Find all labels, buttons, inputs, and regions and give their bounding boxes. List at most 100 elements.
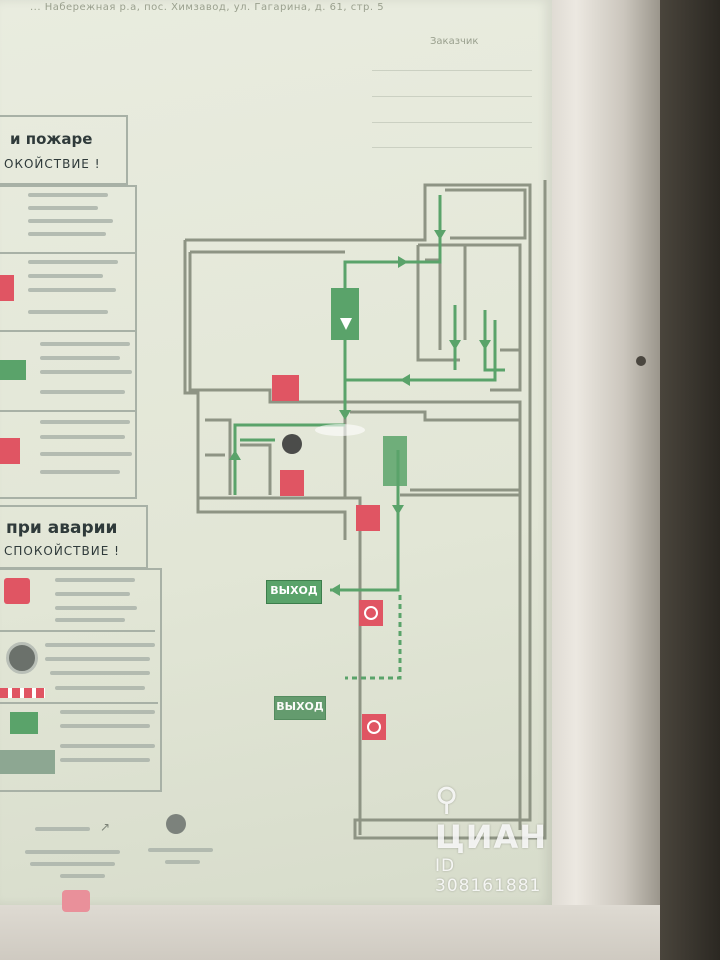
evacuation-plan-board: ... Набережная р.а, пос. Химзавод, ул. Г… <box>0 0 552 912</box>
exit-door-sign-upper <box>331 288 359 340</box>
closet-divider-3 <box>425 258 442 350</box>
route-arrows <box>229 230 491 596</box>
you-are-here-marker <box>282 434 302 454</box>
footer-caption <box>165 860 200 864</box>
corridor-box <box>350 410 522 492</box>
legend-text <box>55 618 125 622</box>
legend-text <box>55 686 145 690</box>
header-line-3 <box>372 122 532 123</box>
fire-hydrant-legend-icon <box>0 438 20 464</box>
customer-label: Заказчик <box>430 36 479 47</box>
legend-text <box>60 710 155 714</box>
fire-legend-rows <box>0 185 137 499</box>
legend-text <box>55 606 137 610</box>
legend-text <box>28 232 106 236</box>
legend-text <box>28 274 103 278</box>
outer-wall-left <box>183 240 347 540</box>
legend-row-divider-1 <box>0 252 135 254</box>
legend-text <box>60 758 150 762</box>
footer-caption <box>148 848 213 852</box>
alarm-legend-icon <box>4 578 30 604</box>
footer-red-icon <box>62 890 90 912</box>
right-wall-inner <box>490 348 522 392</box>
cian-watermark: ⚲ ЦИАН ID 308161881 <box>435 780 552 896</box>
exit-label-main: ВЫХОД <box>266 580 322 604</box>
legend-text <box>28 310 108 314</box>
plan-address-header: ... Набережная р.а, пос. Химзавод, ул. Г… <box>30 2 385 13</box>
button-legend-icon <box>6 642 38 674</box>
closets <box>418 243 522 350</box>
route-left <box>233 423 345 495</box>
fire-extinguisher-icon <box>272 375 299 401</box>
legend-text <box>40 342 130 346</box>
fire-hose-icon <box>359 600 383 626</box>
arrow-icon <box>339 410 351 420</box>
fire-hose-ring <box>364 606 378 620</box>
outer-wall <box>185 180 547 840</box>
fire-extinguisher-legend-icon <box>0 275 14 301</box>
fire-extinguisher-icon <box>280 470 304 496</box>
fire-legend-box <box>0 115 128 185</box>
legend-row-divider-2 <box>0 330 135 332</box>
legend-text <box>28 206 98 210</box>
legend-text <box>28 288 116 292</box>
small-room-1 <box>205 418 232 495</box>
route-closet-2 <box>483 310 505 372</box>
frame-screw-icon <box>636 356 646 366</box>
legend-text <box>40 356 120 360</box>
exit-sign-arrow-icon <box>340 318 352 330</box>
door-frame-bottom <box>0 905 660 960</box>
floor-plan-drawing <box>183 180 547 840</box>
arrow-icon <box>400 374 410 386</box>
arrow-icon <box>229 450 241 460</box>
route-arrow-legend-icon <box>10 712 38 734</box>
route-down <box>330 450 400 592</box>
legend-text <box>40 370 132 374</box>
legend-text <box>40 390 125 394</box>
arrow-icon <box>398 256 408 268</box>
legend-text <box>55 578 135 582</box>
upper-room-right <box>188 252 522 495</box>
legend-text <box>60 744 155 748</box>
legend-text <box>40 470 120 474</box>
footer-caption <box>30 862 115 866</box>
legend-text <box>45 657 150 661</box>
accident-legend-title: при аварии <box>6 518 118 538</box>
watermark-brand: ЦИАН <box>435 818 548 856</box>
fire-legend-title: и пожаре <box>10 130 93 148</box>
legend-text <box>60 724 150 728</box>
arrow-icon <box>392 505 404 515</box>
route-side <box>345 320 497 382</box>
fire-legend-subtitle: ОКОЙСТВИЕ ! <box>4 157 101 171</box>
lower-corridor <box>198 496 362 835</box>
accident-row-divider-1 <box>0 630 155 632</box>
arrow-icon <box>449 340 461 350</box>
arrow-icon <box>434 230 446 240</box>
exit-door-sign-lower <box>383 436 407 486</box>
legend-text <box>55 592 130 596</box>
watermark-listing-id: ID 308161881 <box>435 856 542 896</box>
legend-text <box>40 435 125 439</box>
header-line-4 <box>372 147 532 148</box>
dark-wall-edge <box>660 0 720 960</box>
closet-divider-1 <box>416 245 460 362</box>
route-dashed <box>345 595 402 680</box>
legend-text <box>50 671 150 675</box>
arrow-icon <box>330 584 340 596</box>
exit-sign-legend-icon <box>0 750 55 774</box>
legend-row-divider-3 <box>0 410 135 412</box>
location-pin-icon: ⚲ <box>435 780 460 818</box>
accident-legend-subtitle: СПОКОЙСТВИЕ ! <box>4 544 120 558</box>
hazard-stripes-legend-icon <box>0 688 45 698</box>
footer-arrow-icon: ↗ <box>100 820 111 834</box>
footer-caption <box>25 850 120 854</box>
light-glare <box>315 424 365 436</box>
footer-manhole-icon <box>166 814 186 834</box>
arrow-icon <box>479 340 491 350</box>
exit-label-secondary: ВЫХОД <box>274 696 326 720</box>
fire-extinguisher-icon <box>356 505 380 531</box>
legend-text <box>28 193 108 197</box>
legend-text <box>40 420 130 424</box>
fire-hose-ring <box>367 720 381 734</box>
header-line-2 <box>372 96 532 97</box>
